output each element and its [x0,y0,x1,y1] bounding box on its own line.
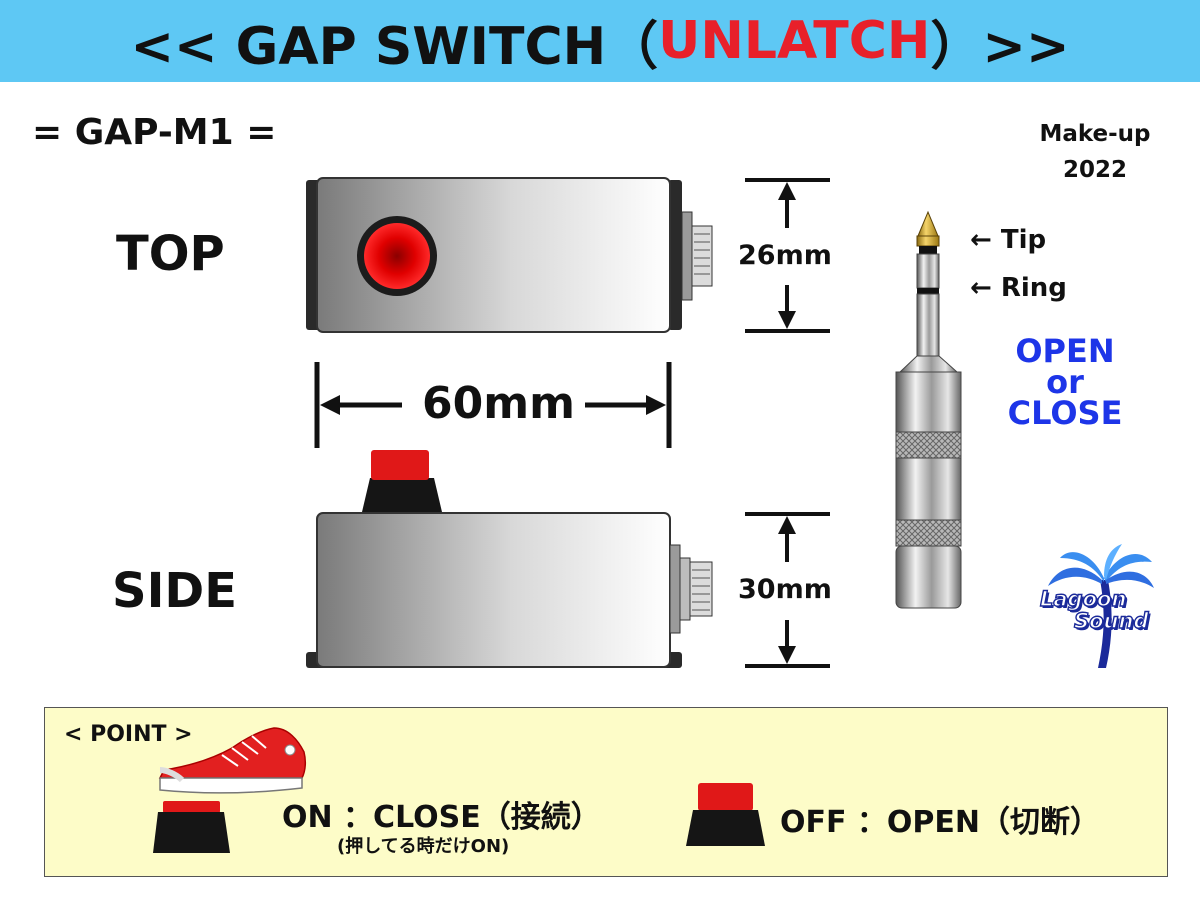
dimension-30mm-lines [745,512,830,668]
on-close-sublabel: (押してる時だけON) [337,836,510,857]
point-title: < POINT > [64,722,193,747]
off-open-label: OFF ：OPEN（切断） [780,805,1101,840]
top-view-label: TOP [116,226,225,282]
makeup-note: Make-up 2022 [1010,116,1180,188]
width-dimension: 60mm [422,378,575,429]
device-drawing [306,177,1154,668]
tip-label: ← Tip [970,225,1047,255]
dimension-60mm-lines [314,362,672,448]
lagoon-sound-logo: Lagoon Sound [1030,587,1160,644]
title-banner: << GAP SWITCH（UNLATCH）>> [0,0,1200,82]
ring-label: ← Ring [970,273,1067,303]
sneaker-icon [158,727,307,794]
side-view-label: SIDE [112,563,238,619]
height-top-dimension: 26mm [738,240,832,271]
red-button-icon [357,216,437,296]
dimension-26mm-lines [745,178,830,333]
phone-plug-icon [895,210,962,609]
logo-line1: Lagoon [1039,587,1127,611]
open-or-close-label: OPEN or CLOSE [990,332,1140,432]
makeup-line1: Make-up [1039,121,1151,147]
mode-line3: CLOSE [1007,394,1123,432]
model-name: = GAP-M1 = [32,112,277,153]
pressed-button-icon [153,801,230,853]
title-prefix: << GAP SWITCH（ [130,16,659,77]
side-view-enclosure [306,450,713,668]
released-button-icon [686,783,765,846]
mode-line1: OPEN [1015,332,1115,370]
height-side-dimension: 30mm [738,574,832,605]
point-illustrations [153,727,765,853]
palm-tree-icon [1048,544,1154,668]
mode-line2: or [1046,363,1084,401]
makeup-line2: 2022 [1062,157,1127,183]
on-close-label: ON ：CLOSE（接続） [282,800,601,835]
title-suffix: ）>> [930,16,1070,77]
logo-line2: Sound [1073,609,1149,633]
title-highlight: UNLATCH [658,11,931,71]
